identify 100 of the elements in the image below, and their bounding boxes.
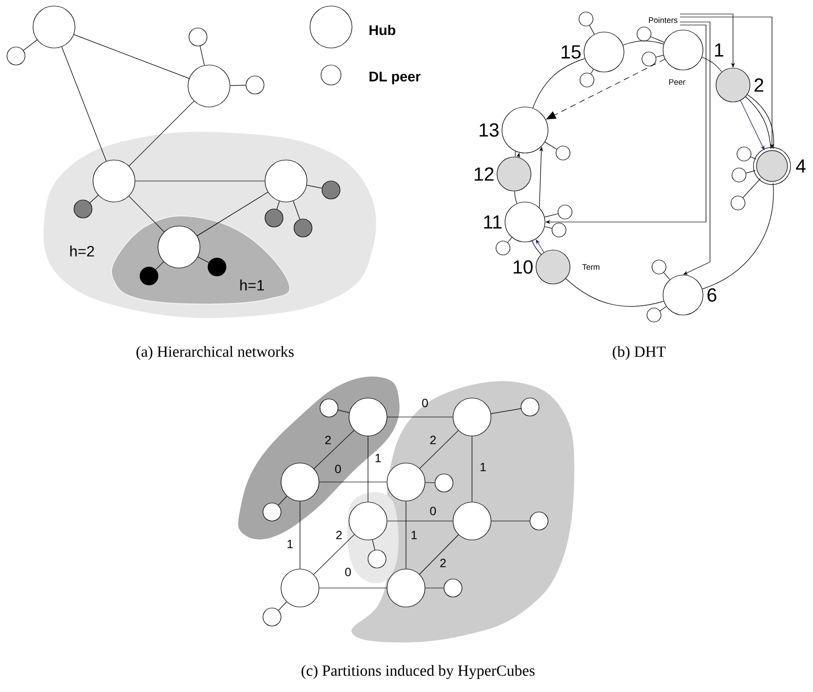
node-circle [188, 64, 230, 108]
connection-line [660, 306, 667, 312]
node-circle [280, 568, 320, 608]
connection-line [23, 40, 38, 51]
peer-circle [642, 52, 656, 66]
node-circle [386, 462, 426, 502]
peer-circle [736, 146, 752, 162]
edge-label: 0 [335, 464, 341, 474]
subfigure-caption: (b) DHT [612, 346, 666, 360]
peer-circle [730, 196, 746, 210]
connection-line [387, 416, 453, 418]
connection-line [750, 156, 756, 160]
node-circle [452, 398, 492, 436]
connection-line [200, 46, 205, 66]
connection-line [544, 226, 552, 229]
peer-circle [262, 502, 282, 522]
peer-circle [264, 208, 284, 228]
connection-line [313, 534, 355, 575]
peer-circle [636, 26, 652, 42]
node-circle [264, 160, 308, 202]
edge-label: 0 [345, 568, 351, 576]
subfigure-caption: (c) Partitions induced by HyperCubes [302, 664, 535, 680]
connection-line [746, 170, 756, 174]
connection-line [544, 142, 558, 150]
connection-line [128, 196, 164, 232]
peer-circle [556, 146, 570, 160]
peer-circle [294, 218, 312, 238]
peer-circle [368, 550, 386, 568]
node-circle [32, 6, 76, 48]
node-circle [452, 502, 492, 540]
peer-circle [188, 28, 208, 46]
connection-line [306, 184, 322, 188]
connection-line [419, 430, 459, 469]
peer-circle [208, 258, 226, 276]
connection-line [419, 534, 459, 575]
edge-label: 2 [336, 530, 342, 540]
connection-line [663, 272, 670, 280]
pointer-arrow [680, 22, 710, 275]
edge-label: 1 [480, 462, 486, 472]
connection-line [490, 408, 522, 414]
ring-arc [532, 58, 586, 108]
connection-line [507, 237, 512, 243]
peer-circle [140, 266, 158, 286]
edge-label: 2 [430, 436, 436, 444]
connection-line [387, 520, 453, 522]
peer-circle [580, 72, 594, 88]
connection-line [589, 25, 595, 34]
node-caption: Term [582, 264, 600, 270]
edge-label: 2 [325, 436, 331, 444]
connection-line [90, 194, 98, 204]
legend-label: Hub [370, 24, 396, 36]
edge-label: 1 [376, 454, 381, 462]
legend-label: DL peer [370, 72, 421, 84]
connection-line [491, 520, 530, 522]
node-circle [386, 568, 426, 608]
peer-circle [652, 260, 666, 274]
region-label: h=2 [70, 246, 94, 256]
ring-arc [702, 182, 774, 290]
node-label: 12 [474, 167, 494, 181]
connection-line [61, 46, 107, 162]
peer-circle [262, 608, 282, 626]
subfigure-caption: (a) Hierarchical networks [136, 346, 294, 360]
connection-line [135, 180, 265, 182]
ring-arc [702, 56, 722, 72]
connection-line [372, 539, 376, 550]
ring-arc [514, 190, 518, 204]
connection-line [590, 69, 594, 74]
connection-line [74, 34, 190, 79]
node-circle [158, 226, 200, 268]
edge-label: 2 [440, 558, 446, 568]
connection-line [128, 100, 194, 166]
node-circle [348, 398, 388, 436]
peer-circle [6, 46, 26, 66]
node-label: 11 [484, 215, 502, 229]
connection-line [544, 213, 558, 218]
node-circle [92, 160, 136, 202]
ring-arc [566, 278, 664, 307]
node-label: 15 [562, 45, 581, 59]
node-circle [280, 462, 320, 502]
edge-label: 1 [412, 530, 417, 540]
connection-line [314, 430, 354, 469]
node-label: 13 [480, 123, 499, 137]
peer-circle [520, 398, 540, 416]
node-label: 6 [708, 288, 716, 302]
connection-line [742, 178, 761, 198]
peer-circle [246, 76, 264, 94]
connection-line [230, 84, 246, 86]
edge-label: 0 [422, 398, 428, 408]
peer-circle [646, 308, 662, 322]
node-caption: Peer [669, 79, 686, 85]
connection-line [198, 256, 210, 263]
connection-line [292, 200, 300, 220]
ring-arc [532, 240, 542, 255]
connection-line [276, 200, 280, 210]
peer-circle [74, 200, 92, 218]
peer-circle [552, 222, 566, 238]
connection-line [338, 410, 350, 413]
peer-circle [578, 12, 594, 26]
connection-line [425, 482, 435, 484]
region-label: h=1 [240, 280, 264, 290]
